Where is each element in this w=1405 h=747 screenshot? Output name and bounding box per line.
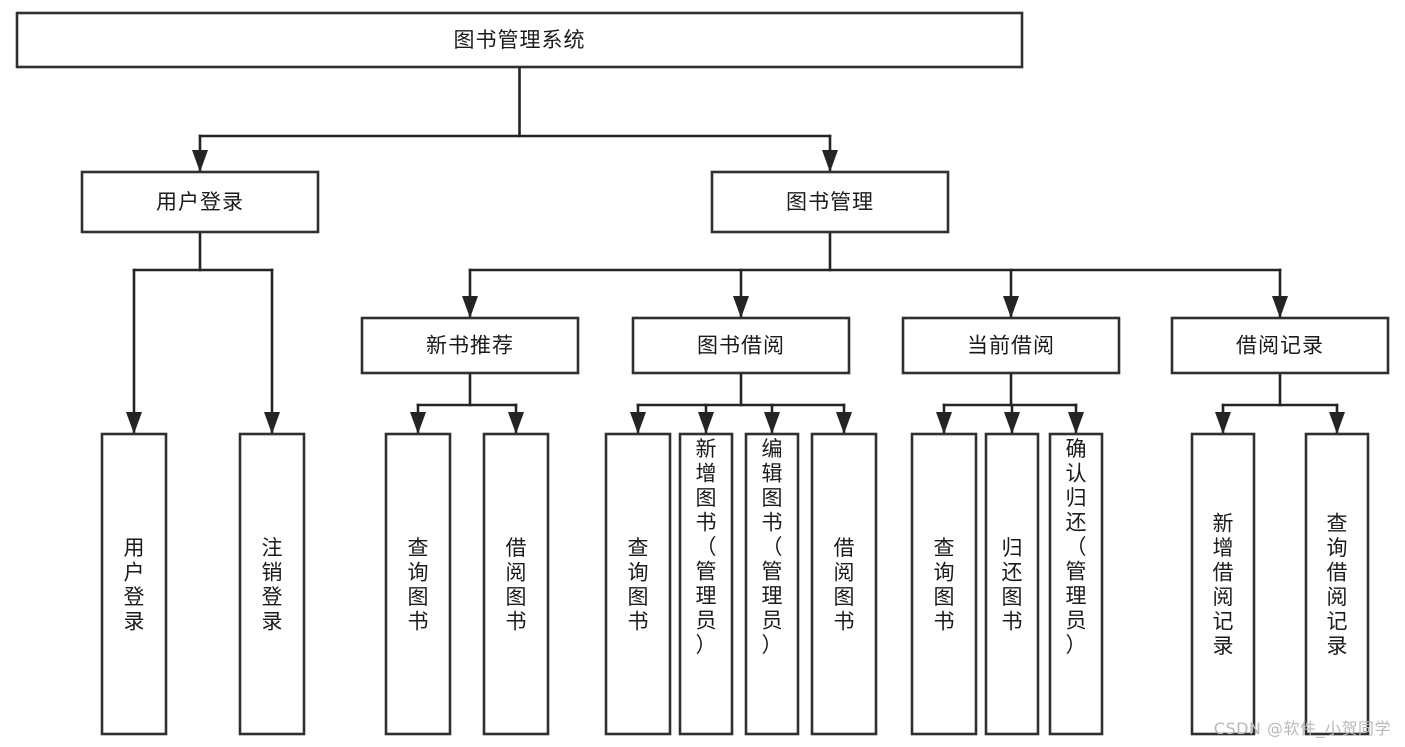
arrow-head-icon [936,412,952,434]
node-box [631,316,851,375]
node-leaf-borrow-book-1[interactable]: 借阅图书 [482,432,550,736]
node-box [100,432,168,736]
node-box [1170,316,1390,375]
csdn-watermark: CSDN @软件_小贺同学 [1213,719,1391,738]
node-label: 查询借阅记录 [1327,512,1348,659]
arrow-head-icon [1068,412,1084,434]
node-box [384,432,452,736]
node-label: 归还图书 [1002,536,1023,634]
arrow-head-icon [192,150,208,172]
node-box [360,316,580,375]
node-box [678,432,734,736]
arrow-head-icon [822,150,838,172]
node-box [1190,432,1256,736]
node-leaf-return-book[interactable]: 归还图书 [984,432,1040,736]
node-label: 图书管理系统 [454,28,586,52]
arrow-head-icon [462,296,478,318]
arrow-head-icon [698,412,714,434]
node-leaf-add-book[interactable]: 新增图书（管理员） [678,432,734,736]
node-leaf-add-record[interactable]: 新增借阅记录 [1190,432,1256,736]
node-label: 借阅图书 [506,536,527,634]
node-box [80,170,320,234]
node-label: 新增图书（管理员） [696,437,717,657]
node-box [1304,432,1370,736]
node-box [744,432,800,736]
node-label: 确认归还（管理员） [1066,437,1087,657]
node-box [238,432,306,736]
node-bookmgmt[interactable]: 图书管理 [710,170,950,234]
node-label: 查询图书 [934,536,955,634]
node-box [901,316,1121,375]
node-current[interactable]: 当前借阅 [901,316,1121,375]
node-box [15,11,1024,69]
node-label: 查询图书 [408,536,429,634]
node-label: 当前借阅 [967,334,1055,358]
node-label: 图书管理 [786,190,874,214]
node-leaf-query-record[interactable]: 查询借阅记录 [1304,432,1370,736]
node-label: 用户登录 [124,536,145,634]
node-label: 借阅图书 [834,536,855,634]
node-box [910,432,978,736]
node-records[interactable]: 借阅记录 [1170,316,1390,375]
node-label: 注销登录 [262,536,283,634]
node-box [1048,432,1104,736]
arrow-head-icon [1003,296,1019,318]
node-box [482,432,550,736]
node-login[interactable]: 用户登录 [80,170,320,234]
arrow-head-icon [264,412,280,434]
node-leaf-query-book-2[interactable]: 查询图书 [604,432,672,736]
node-box [810,432,878,736]
node-leaf-edit-book[interactable]: 编辑图书（管理员） [744,432,800,736]
node-leaf-confirm-return[interactable]: 确认归还（管理员） [1048,432,1104,736]
arrow-head-icon [508,412,524,434]
arrow-head-icon [836,412,852,434]
node-newbook[interactable]: 新书推荐 [360,316,580,375]
node-root[interactable]: 图书管理系统 [15,11,1024,69]
arrow-head-icon [1272,296,1288,318]
node-leaf-query-book-1[interactable]: 查询图书 [384,432,452,736]
node-leaf-logout[interactable]: 注销登录 [238,432,306,736]
arrow-head-icon [733,296,749,318]
node-label: 用户登录 [156,190,244,214]
node-label: 编辑图书（管理员） [762,437,783,657]
node-label: 新增借阅记录 [1213,512,1234,659]
arrow-head-icon [1215,412,1231,434]
node-label: 查询图书 [628,536,649,634]
arrow-head-icon [630,412,646,434]
arrow-head-icon [1329,412,1345,434]
node-box [710,170,950,234]
arrow-head-icon [126,412,142,434]
node-borrow[interactable]: 图书借阅 [631,316,851,375]
node-box [984,432,1040,736]
nodes-layer: 图书管理系统用户登录图书管理新书推荐图书借阅当前借阅借阅记录用户登录注销登录查询… [15,11,1390,736]
arrow-head-icon [410,412,426,434]
arrow-head-icon [764,412,780,434]
node-label: 新书推荐 [426,334,514,358]
node-leaf-query-book-3[interactable]: 查询图书 [910,432,978,736]
node-leaf-borrow-book-2[interactable]: 借阅图书 [810,432,878,736]
edges-layer [126,65,1345,435]
node-label: 图书借阅 [697,334,785,358]
arrow-head-icon [1004,412,1020,434]
node-box [604,432,672,736]
node-leaf-user-login[interactable]: 用户登录 [100,432,168,736]
node-label: 借阅记录 [1236,334,1324,358]
